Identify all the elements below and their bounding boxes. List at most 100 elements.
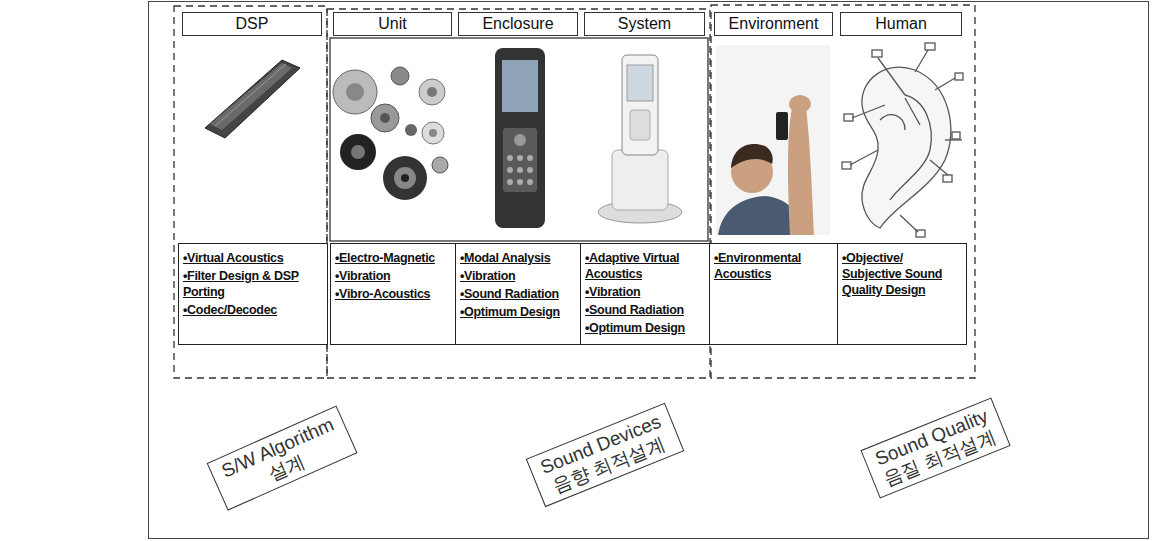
header-text: Enclosure bbox=[482, 15, 553, 33]
phone-stand-system bbox=[598, 55, 682, 223]
bullet-text: •Filter Design & DSP Porting bbox=[183, 268, 323, 300]
speaker-units-part bbox=[405, 124, 417, 136]
dashed-group bbox=[174, 5, 975, 378]
bullet-text: •Vibro-Acoustics bbox=[335, 286, 451, 302]
bullet-text: •Virtual Acoustics bbox=[183, 250, 323, 266]
ear-model-part bbox=[943, 175, 952, 182]
speaker-units-part bbox=[427, 87, 437, 97]
header-text: DSP bbox=[236, 15, 269, 33]
speaker-units-part bbox=[432, 157, 448, 173]
ear-model-part bbox=[915, 50, 928, 72]
ear-model-part bbox=[952, 132, 960, 139]
column-header: Environment bbox=[714, 12, 833, 36]
person-with-phone bbox=[716, 45, 830, 235]
phone-stand-system-part bbox=[627, 65, 653, 101]
image-panel-part bbox=[330, 38, 708, 241]
column-header: Enclosure bbox=[458, 12, 578, 36]
bullet-text: •Optimum Design bbox=[585, 320, 705, 336]
ear-model-part bbox=[852, 105, 885, 118]
speaker-units-part bbox=[422, 122, 444, 144]
ear-model bbox=[842, 43, 963, 237]
dashed-group-part bbox=[327, 9, 710, 378]
dsp-chip bbox=[205, 60, 300, 138]
bullet-text: •Vibration bbox=[460, 268, 576, 284]
topic-cell: •Objective/ Subjective Sound Quality Des… bbox=[837, 243, 967, 345]
topic-cell: •Environmental Acoustics bbox=[709, 243, 838, 345]
phone-enclosure-part bbox=[495, 48, 545, 228]
bullet-text: •Optimum Design bbox=[460, 304, 576, 320]
bullet-text: •Objective/ Subjective Sound Quality Des… bbox=[842, 250, 962, 298]
phone-enclosure-part bbox=[507, 179, 513, 185]
bullet-text: •Modal Analysis bbox=[460, 250, 576, 266]
bullet-text: •Adaptive Virtual Acoustics bbox=[585, 250, 705, 282]
bullet-text: •Electro-Magnetic bbox=[335, 250, 451, 266]
speaker-units-part bbox=[401, 174, 409, 182]
phone-enclosure-part bbox=[507, 167, 513, 173]
bullet-text: •Environmental Acoustics bbox=[714, 250, 833, 282]
speaker-units-part bbox=[340, 134, 376, 170]
bullet-text: •Codec/Decodec bbox=[183, 302, 323, 318]
phone-enclosure-part bbox=[527, 167, 533, 173]
ear-model-part bbox=[925, 43, 935, 50]
person-with-phone-part bbox=[788, 108, 814, 235]
speaker-units-part bbox=[371, 104, 399, 132]
speaker-units-part bbox=[383, 156, 427, 200]
ear-model-part bbox=[935, 78, 955, 90]
topic-cell: •Modal Analysis •Vibration •Sound Radiatio… bbox=[455, 243, 581, 345]
column-header: DSP bbox=[182, 12, 322, 36]
person-with-phone-part bbox=[731, 144, 773, 168]
bullet-text: •Vibration bbox=[335, 268, 451, 284]
phone-enclosure-part bbox=[517, 179, 523, 185]
person-with-phone-part bbox=[789, 95, 811, 113]
ear-model-part bbox=[880, 115, 905, 130]
speaker-units-part bbox=[391, 67, 409, 85]
phone-enclosure-part bbox=[503, 128, 537, 192]
bullet-text: •Sound Radiation bbox=[585, 302, 705, 318]
ear-model-part bbox=[844, 114, 853, 121]
stamp-label: Sound Quality음질 최적설계 bbox=[860, 397, 1010, 498]
topic-cell: •Adaptive Virtual Acoustics•Vibration•So… bbox=[580, 243, 710, 345]
outer-frame bbox=[149, 2, 1149, 539]
phone-enclosure-part bbox=[527, 155, 533, 161]
phone-stand-system-part bbox=[630, 110, 650, 140]
speaker-units-part bbox=[380, 113, 390, 123]
ear-model-part bbox=[955, 73, 963, 80]
phone-enclosure-part bbox=[507, 155, 513, 161]
ear-model-part bbox=[872, 50, 882, 57]
image-panel bbox=[330, 38, 708, 241]
column-header: System bbox=[584, 12, 705, 36]
dashed-group-part bbox=[174, 6, 327, 378]
phone-enclosure-part bbox=[514, 134, 526, 146]
dsp-chip-part bbox=[205, 60, 300, 138]
phone-enclosure-part bbox=[527, 179, 533, 185]
person-with-phone-part bbox=[776, 112, 788, 140]
header-text: Human bbox=[875, 15, 927, 33]
ear-model-part bbox=[878, 58, 905, 95]
topic-cell: •Virtual Acoustics •Filter Design & DSP P… bbox=[178, 243, 328, 345]
stamp-label: Sound Devices음향 최적설계 bbox=[526, 403, 684, 507]
topic-cell: •Electro-Magnetic •Vibration •Vibro-Acoust… bbox=[330, 243, 456, 345]
person-with-phone-part bbox=[716, 45, 830, 235]
ear-model-part bbox=[862, 67, 951, 228]
speaker-units bbox=[333, 67, 448, 200]
phone-enclosure-part bbox=[517, 155, 523, 161]
ear-model-part bbox=[900, 215, 918, 232]
ear-model-part bbox=[850, 150, 878, 165]
dsp-chip-part bbox=[215, 64, 286, 126]
ear-model-part bbox=[842, 162, 851, 169]
speaker-units-part bbox=[429, 129, 437, 137]
column-header: Unit bbox=[333, 12, 452, 36]
bullet-text: •Sound Radiation bbox=[460, 286, 576, 302]
outer-frame-part bbox=[149, 2, 1149, 539]
speaker-units-part bbox=[394, 167, 416, 189]
speaker-units-part bbox=[333, 70, 377, 114]
speaker-units-part bbox=[419, 79, 445, 105]
header-text: System bbox=[618, 15, 671, 33]
dsp-chip-part bbox=[210, 63, 292, 130]
header-text: Environment bbox=[729, 15, 819, 33]
phone-stand-system-part bbox=[622, 55, 658, 155]
phone-enclosure-part bbox=[517, 167, 523, 173]
stamp-label: S/W Algorithm설계 bbox=[207, 405, 358, 510]
phone-enclosure bbox=[495, 48, 545, 228]
speaker-units-part bbox=[351, 145, 365, 159]
